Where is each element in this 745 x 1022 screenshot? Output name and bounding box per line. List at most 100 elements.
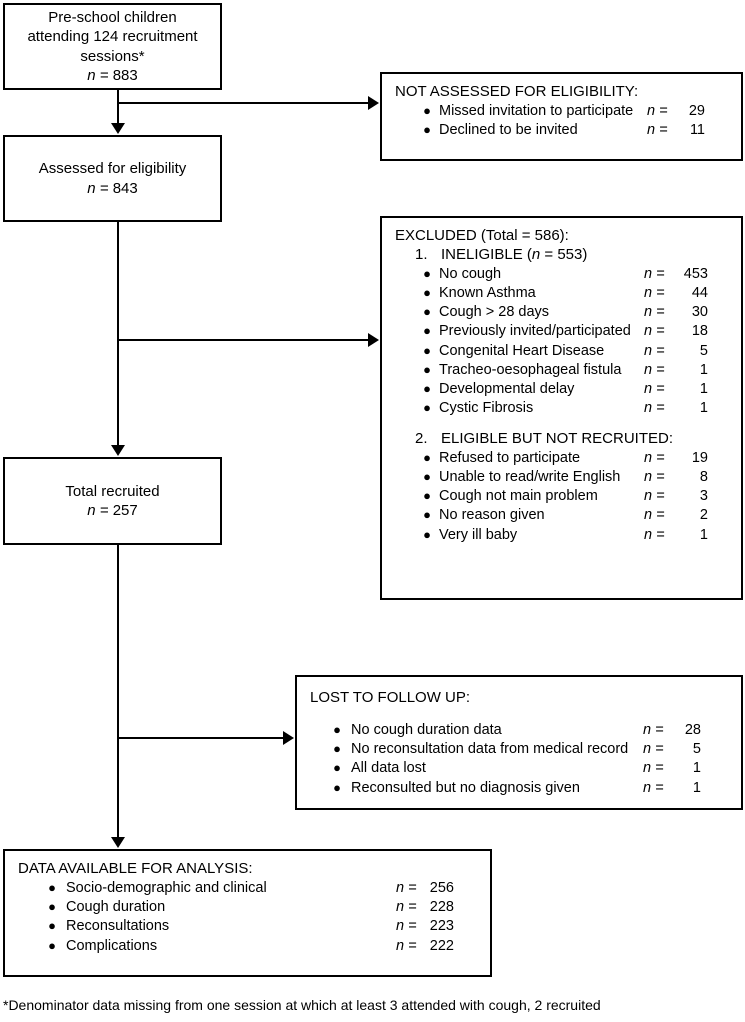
- list-item-n-value: 5: [692, 741, 701, 758]
- list-item-label: Refused to participate: [439, 449, 581, 466]
- list-item: ● No cough n = 453: [382, 265, 741, 284]
- node-screened-line-2: attending 124 recruitment: [27, 28, 198, 45]
- connector-recruited-to-lost: [117, 737, 284, 739]
- bullet-icon: ●: [423, 488, 431, 504]
- bullet-icon: ●: [423, 526, 431, 542]
- list-item-n-value: 223: [429, 918, 454, 935]
- list-item-n-value: 11: [689, 122, 705, 139]
- node-excluded-group1-items: ● No cough n = 453 ● Known Asthma n = 44…: [382, 265, 741, 419]
- connector-assessed-to-recruited: [117, 222, 119, 446]
- list-item-n-label: n =: [644, 449, 665, 466]
- node-lost-heading: LOST TO FOLLOW UP:: [310, 689, 471, 706]
- list-item-label: Developmental delay: [439, 381, 575, 398]
- list-item: ● Refused to participate n = 19: [382, 449, 741, 468]
- list-item-n-label: n =: [644, 468, 665, 485]
- list-item-n-value: 44: [691, 284, 708, 301]
- node-recruited-line-1: Total recruited: [65, 482, 160, 500]
- bullet-icon: ●: [333, 741, 341, 757]
- list-item-n-label: n =: [644, 323, 665, 340]
- list-item: ● Very ill baby n = 1: [382, 526, 741, 545]
- list-item-n-label: n =: [396, 918, 417, 935]
- node-lost-items: ● No cough duration data n = 28 ● No rec…: [297, 721, 741, 798]
- arrowhead-excluded: [368, 333, 379, 347]
- list-item: ● No reconsultation data from medical re…: [297, 740, 741, 759]
- node-recruited-count: n = 257: [87, 502, 138, 519]
- node-screened-line-3: sessions*: [80, 47, 145, 65]
- node-excluded: EXCLUDED (Total = 586): 1. INELIGIBLE (n…: [380, 216, 743, 600]
- list-item-n-label: n =: [643, 721, 664, 738]
- bullet-icon: ●: [423, 122, 431, 138]
- list-item-label: Declined to be invited: [439, 122, 578, 139]
- list-item: ● Declined to be invited n = 11: [382, 121, 741, 140]
- list-item-n-value: 1: [699, 381, 708, 398]
- bullet-icon: ●: [48, 918, 56, 934]
- list-item: ● Socio-demographic and clinical n = 256: [5, 879, 490, 898]
- bullet-icon: ●: [48, 937, 56, 953]
- node-excluded-group2-heading: 2. ELIGIBLE BUT NOT RECRUITED:: [382, 430, 741, 449]
- arrowhead-analysis: [111, 837, 125, 848]
- arrowhead-recruited: [111, 445, 125, 456]
- list-item-n-label: n =: [647, 102, 668, 119]
- bullet-icon: ●: [333, 721, 341, 737]
- list-item-label: No reconsultation data from medical reco…: [351, 741, 629, 758]
- list-item: ● Developmental delay n = 1: [382, 380, 741, 399]
- list-item-n-value: 453: [683, 265, 708, 282]
- connector-screened-to-assessed: [117, 90, 119, 124]
- list-item: ● No reason given n = 2: [382, 506, 741, 525]
- node-excluded-group1-heading: 1. INELIGIBLE (n = 553): [382, 246, 741, 265]
- group1-label: INELIGIBLE (n = 553): [441, 245, 588, 263]
- list-item-label: Cough > 28 days: [439, 304, 550, 321]
- list-item-n-label: n =: [647, 122, 668, 139]
- list-item-n-label: n =: [644, 507, 665, 524]
- list-item-n-label: n =: [396, 899, 417, 916]
- footnote: *Denominator data missing from one sessi…: [3, 997, 601, 1013]
- bullet-icon: ●: [423, 304, 431, 320]
- bullet-icon: ●: [423, 265, 431, 281]
- list-item-label: No cough: [439, 265, 502, 282]
- list-item: ● Missed invitation to participate n = 2…: [382, 102, 741, 121]
- list-item: ● Reconsultations n = 223: [5, 917, 490, 936]
- list-item-n-label: n =: [643, 741, 664, 758]
- node-assessed: Assessed for eligibility n = 843: [3, 135, 222, 222]
- list-item-n-value: 1: [699, 400, 708, 417]
- list-item-label: Reconsulted but no diagnosis given: [351, 779, 580, 796]
- arrowhead-lost: [283, 731, 294, 745]
- group-spacer: [382, 419, 741, 430]
- node-analysis-heading: DATA AVAILABLE FOR ANALYSIS:: [18, 860, 253, 877]
- arrowhead-not-assessed: [368, 96, 379, 110]
- list-item-label: Unable to read/write English: [439, 468, 621, 485]
- bullet-icon: ●: [423, 284, 431, 300]
- list-item-n-label: n =: [644, 526, 665, 543]
- list-item-n-label: n =: [643, 779, 664, 796]
- bullet-icon: ●: [423, 507, 431, 523]
- list-item-label: Tracheo-oesophageal fistula: [439, 361, 622, 378]
- list-item-n-label: n =: [643, 760, 664, 777]
- list-item-label: Socio-demographic and clinical: [66, 879, 267, 896]
- group1-number: 1.: [415, 245, 428, 263]
- list-item-n-label: n =: [644, 284, 665, 301]
- list-item-n-value: 222: [429, 937, 454, 954]
- list-item-n-value: 1: [692, 779, 701, 796]
- list-item-n-value: 8: [699, 468, 708, 485]
- list-item-n-value: 1: [699, 361, 708, 378]
- node-recruited: Total recruited n = 257: [3, 457, 222, 545]
- list-item-label: Missed invitation to participate: [439, 102, 634, 119]
- list-item-n-value: 3: [699, 488, 708, 505]
- bullet-icon: ●: [423, 102, 431, 118]
- bullet-icon: ●: [423, 323, 431, 339]
- list-item-n-value: 19: [691, 449, 708, 466]
- lost-spacer: [297, 708, 741, 721]
- list-item-n-label: n =: [644, 265, 665, 282]
- list-item-label: All data lost: [351, 760, 426, 777]
- list-item: ● Reconsulted but no diagnosis given n =…: [297, 779, 741, 798]
- list-item-label: No reason given: [439, 507, 545, 524]
- list-item: ● All data lost n = 1: [297, 759, 741, 778]
- bullet-icon: ●: [333, 779, 341, 795]
- list-item-n-value: 256: [429, 879, 454, 896]
- node-data-available: DATA AVAILABLE FOR ANALYSIS: ● Socio-dem…: [3, 849, 492, 977]
- list-item-label: Reconsultations: [66, 918, 170, 935]
- node-screened-count: n = 883: [87, 67, 138, 84]
- list-item-label: Congenital Heart Disease: [439, 342, 605, 359]
- list-item: ● Congenital Heart Disease n = 5: [382, 342, 741, 361]
